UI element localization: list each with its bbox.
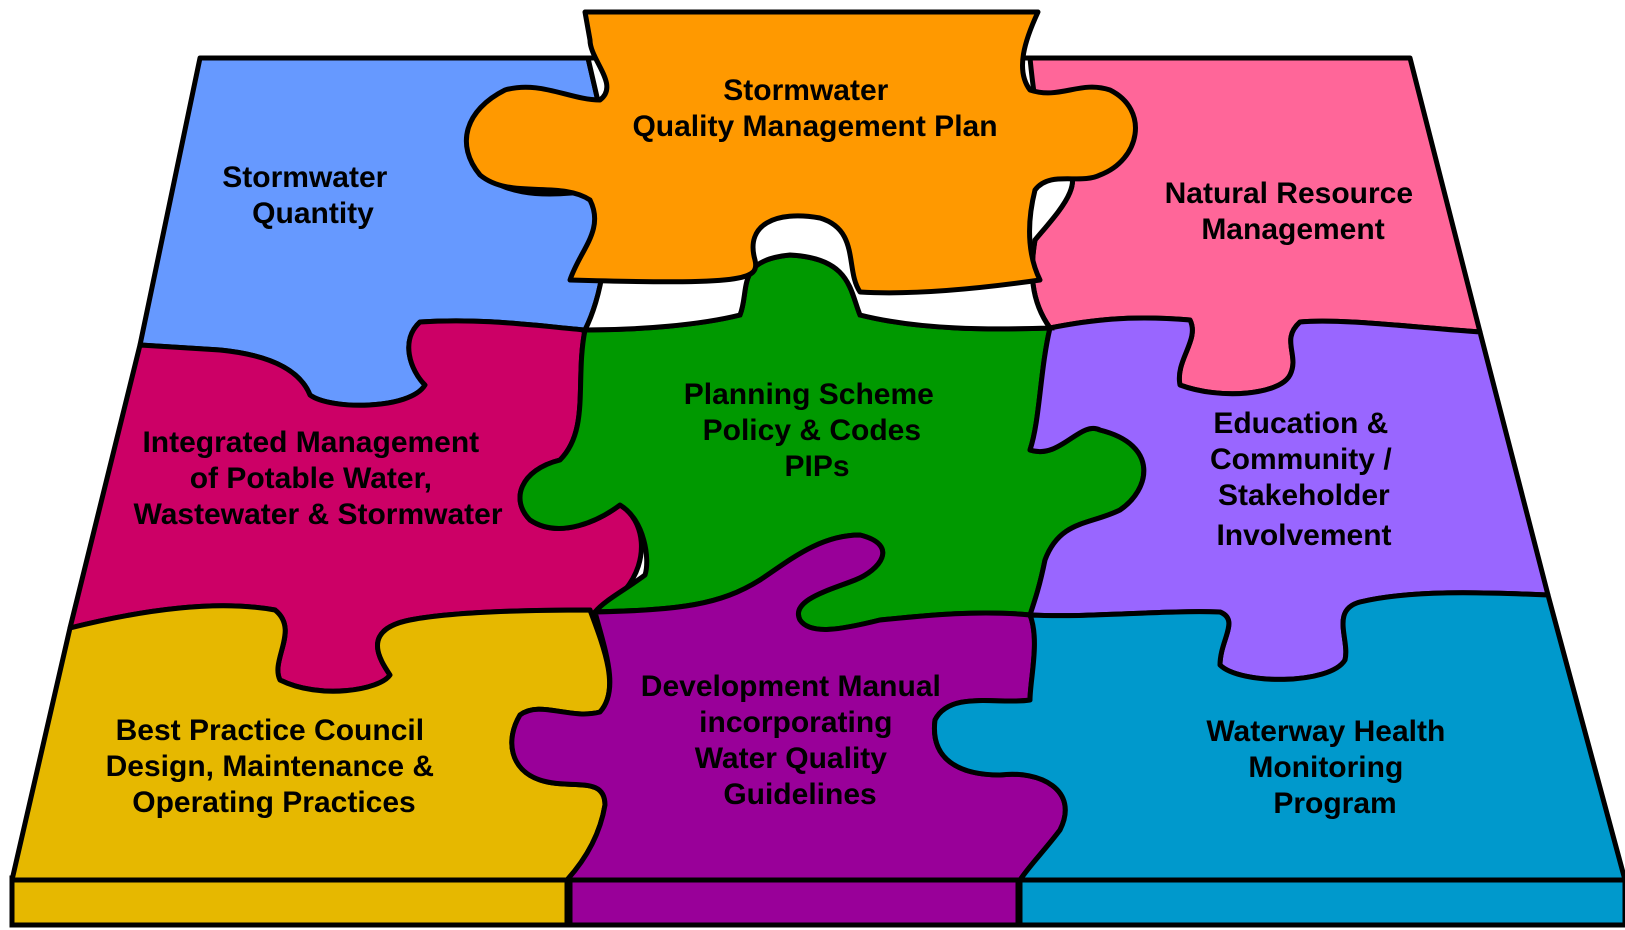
best-practice-front-edge xyxy=(9,875,570,928)
education-label: Education & Community / Stakeholder Invo… xyxy=(1210,407,1400,552)
waterway-health-label: Waterway Health Monitoring Program xyxy=(1206,715,1453,820)
integrated-management-label: Integrated Management of Potable Water, … xyxy=(134,426,503,531)
planning-scheme-label: Planning Scheme Policy & Codes PIPs xyxy=(684,378,942,483)
waterway-health-front-edge xyxy=(1017,875,1625,928)
piece-waterway-health xyxy=(931,590,1625,883)
best-practice-label: Best Practice Council Design, Maintenanc… xyxy=(106,714,443,819)
development-manual-front-edge xyxy=(567,875,1021,928)
natural-resource-label: Natural Resource Management xyxy=(1165,177,1422,246)
piece-quality-plan xyxy=(463,9,1138,296)
development-manual-label: Development Manual incorporating Water Q… xyxy=(641,670,949,811)
quality-plan-label: Stormwater Quality Management Plan xyxy=(632,74,997,143)
stormwater-quantity-label: Stormwater Quantity xyxy=(222,161,395,230)
